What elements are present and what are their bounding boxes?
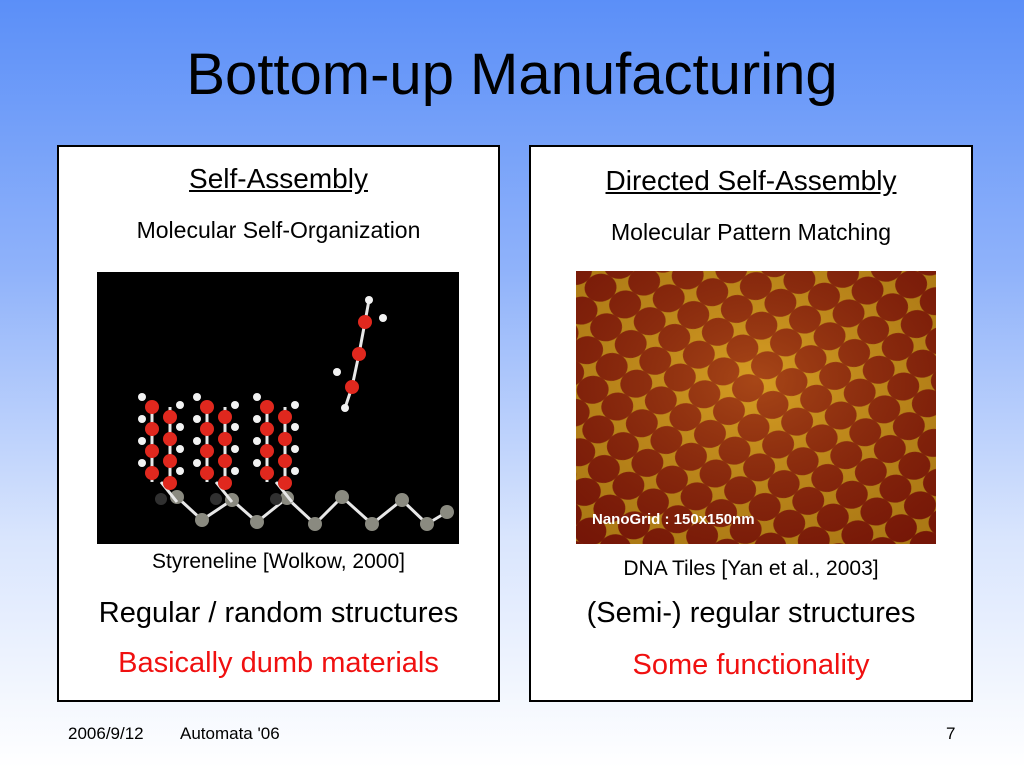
oxygen-atom — [278, 476, 292, 490]
silicon-atom — [335, 490, 349, 504]
footer-page-number: 7 — [946, 724, 956, 743]
slide-title: Bottom-up Manufacturing — [186, 42, 838, 107]
hydrogen-atom — [138, 393, 146, 401]
directed-self-assembly-structures: (Semi-) regular structures — [586, 597, 916, 629]
oxygen-atom — [145, 466, 159, 480]
hydrogen-atom — [379, 314, 387, 322]
hydrogen-atom — [231, 401, 239, 409]
footer-date: 2006/9/12 — [68, 724, 144, 743]
directed-self-assembly-subtitle: Molecular Pattern Matching — [611, 219, 891, 245]
molecule-illustration — [138, 296, 454, 531]
hydrogen-atom — [231, 423, 239, 431]
hydrogen-atom — [291, 423, 299, 431]
oxygen-atom — [260, 400, 274, 414]
carbon-atom — [210, 493, 222, 505]
oxygen-atom — [218, 432, 232, 446]
nanogrid-pattern — [576, 271, 936, 544]
self-assembly-panel: Self-Assembly Molecular Self-Organizatio… — [57, 145, 500, 702]
oxygen-atom — [218, 476, 232, 490]
hydrogen-atom — [193, 459, 201, 467]
hydrogen-atom — [138, 437, 146, 445]
oxygen-atom — [200, 444, 214, 458]
hydrogen-atom — [193, 437, 201, 445]
silicon-atom — [195, 513, 209, 527]
hydrogen-atom — [176, 467, 184, 475]
oxygen-atom — [200, 400, 214, 414]
hydrogen-atom — [138, 415, 146, 423]
hydrogen-atom — [176, 423, 184, 431]
hydrogen-atom — [291, 445, 299, 453]
hydrogen-atom — [193, 393, 201, 401]
oxygen-atom — [260, 422, 274, 436]
hydrogen-atom — [253, 459, 261, 467]
oxygen-atom — [278, 454, 292, 468]
silicon-atom — [250, 515, 264, 529]
hydrogen-atom — [341, 404, 349, 412]
footer-event: Automata '06 — [180, 724, 280, 743]
hydrogen-atom — [291, 401, 299, 409]
silicon-atom — [308, 517, 322, 531]
hydrogen-atom — [176, 445, 184, 453]
carbon-atom — [155, 493, 167, 505]
self-assembly-functionality: Basically dumb materials — [118, 647, 439, 679]
silicon-atom — [440, 505, 454, 519]
oxygen-atom — [352, 347, 366, 361]
directed-self-assembly-panel: Directed Self-Assembly Molecular Pattern… — [529, 145, 973, 702]
silicon-atom — [170, 490, 184, 504]
oxygen-atom — [260, 444, 274, 458]
oxygen-atom — [145, 444, 159, 458]
oxygen-atom — [200, 466, 214, 480]
directed-self-assembly-image-caption: DNA Tiles [Yan et al., 2003] — [623, 557, 879, 580]
oxygen-atom — [163, 432, 177, 446]
directed-self-assembly-functionality: Some functionality — [632, 649, 870, 681]
oxygen-atom — [278, 432, 292, 446]
styreneline-molecule-image — [97, 272, 459, 544]
hydrogen-atom — [193, 415, 201, 423]
carbon-atom — [270, 493, 282, 505]
oxygen-atom — [163, 454, 177, 468]
self-assembly-image-caption: Styreneline [Wolkow, 2000] — [152, 550, 405, 573]
hydrogen-atom — [333, 368, 341, 376]
nanogrid-scale-label: NanoGrid : 150x150nm — [592, 511, 755, 528]
oxygen-atom — [278, 410, 292, 424]
oxygen-atom — [260, 466, 274, 480]
oxygen-atom — [145, 400, 159, 414]
oxygen-atom — [163, 410, 177, 424]
hydrogen-atom — [253, 393, 261, 401]
silicon-atom — [365, 517, 379, 531]
dna-nanogrid-image: NanoGrid : 150x150nm — [576, 271, 936, 544]
self-assembly-subtitle: Molecular Self-Organization — [136, 217, 421, 243]
silicon-atom — [395, 493, 409, 507]
oxygen-atom — [200, 422, 214, 436]
hydrogen-atom — [176, 401, 184, 409]
self-assembly-structures: Regular / random structures — [98, 597, 459, 629]
self-assembly-heading: Self-Assembly — [189, 163, 368, 194]
directed-self-assembly-heading: Directed Self-Assembly — [605, 165, 897, 196]
oxygen-atom — [218, 454, 232, 468]
oxygen-atom — [345, 380, 359, 394]
hydrogen-atom — [253, 437, 261, 445]
oxygen-atom — [218, 410, 232, 424]
oxygen-atom — [358, 315, 372, 329]
hydrogen-atom — [253, 415, 261, 423]
hydrogen-atom — [231, 467, 239, 475]
hydrogen-atom — [365, 296, 373, 304]
hydrogen-atom — [291, 467, 299, 475]
oxygen-atom — [163, 476, 177, 490]
hydrogen-atom — [231, 445, 239, 453]
silicon-atom — [420, 517, 434, 531]
oxygen-atom — [145, 422, 159, 436]
hydrogen-atom — [138, 459, 146, 467]
